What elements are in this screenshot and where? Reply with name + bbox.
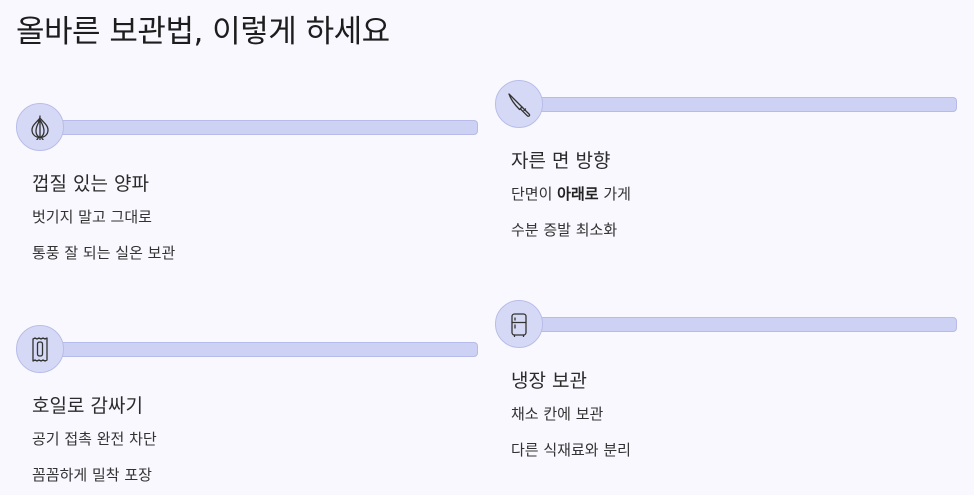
card-header-bar xyxy=(46,120,478,135)
card-heading: 자른 면 방향 xyxy=(511,150,611,172)
tip-emphasis: 아래로 xyxy=(557,185,599,203)
icon-badge xyxy=(495,80,543,128)
storage-tip-card-cut-side: 자른 면 방향 단면이 아래로 가게 수분 증발 최소화 xyxy=(495,80,957,250)
tip-line: 채소 칸에 보관 xyxy=(511,405,604,423)
tip-line: 공기 접촉 완전 차단 xyxy=(32,430,157,448)
tip-text: 가게 xyxy=(598,185,631,203)
card-heading: 껍질 있는 양파 xyxy=(32,173,149,195)
tip-line: 벗기지 말고 그대로 xyxy=(32,208,152,226)
tip-line: 통풍 잘 되는 실온 보관 xyxy=(32,244,176,262)
page-title: 올바른 보관법, 이렇게 하세요 xyxy=(16,14,390,50)
card-heading: 냉장 보관 xyxy=(511,370,587,392)
tip-line: 꼼꼼하게 밀착 포장 xyxy=(32,466,152,484)
tip-line: 수분 증발 최소화 xyxy=(511,221,618,239)
card-header-bar xyxy=(525,97,957,112)
storage-tip-card-foil: 호일로 감싸기 공기 접촉 완전 차단 꼼꼼하게 밀착 포장 xyxy=(16,325,478,495)
card-heading: 호일로 감싸기 xyxy=(32,395,143,417)
onion-icon xyxy=(31,115,49,140)
storage-tip-card-onion: 껍질 있는 양파 벗기지 말고 그대로 통풍 잘 되는 실온 보관 xyxy=(16,103,478,273)
wrap-icon xyxy=(32,337,48,362)
storage-tip-card-fridge: 냉장 보관 채소 칸에 보관 다른 식재료와 분리 xyxy=(495,300,957,470)
card-header-bar xyxy=(46,342,478,357)
card-header-bar xyxy=(525,317,957,332)
fridge-icon xyxy=(511,313,527,337)
tip-line: 다른 식재료와 분리 xyxy=(511,441,631,459)
tip-line: 단면이 아래로 가게 xyxy=(511,183,631,204)
tip-text: 단면이 xyxy=(511,185,558,203)
icon-badge xyxy=(16,103,64,151)
knife-icon xyxy=(508,93,531,117)
icon-badge xyxy=(16,325,64,373)
icon-badge xyxy=(495,300,543,348)
